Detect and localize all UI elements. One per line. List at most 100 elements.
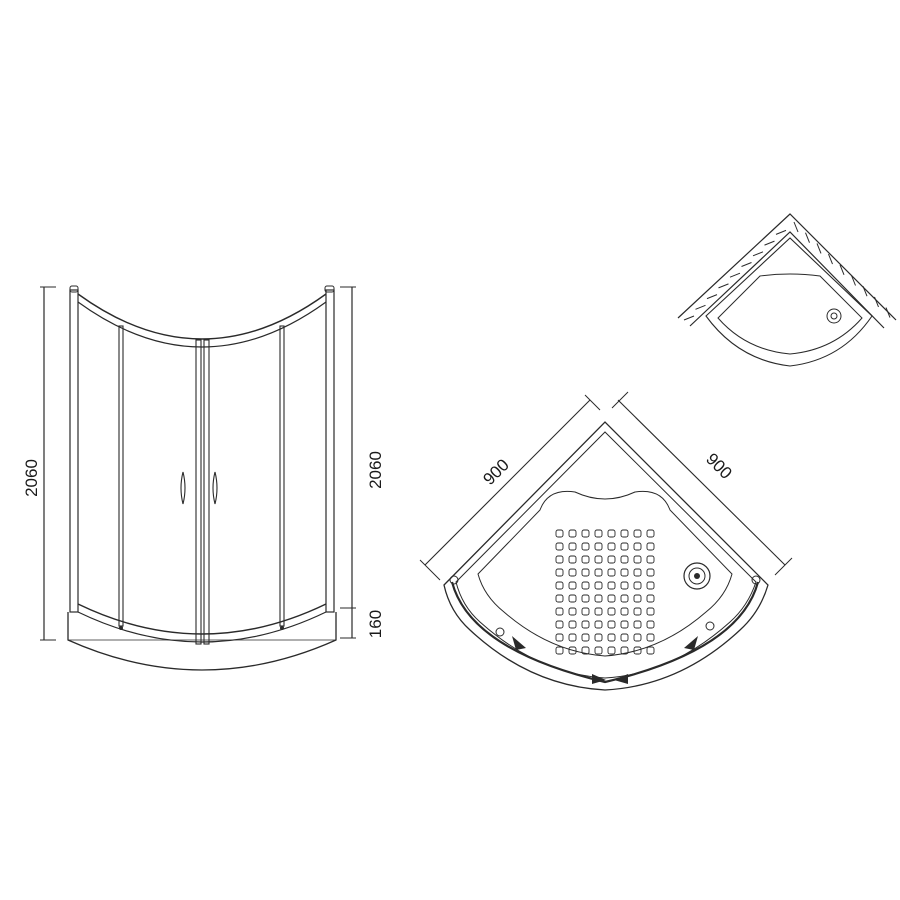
anti-slip-dot <box>646 620 655 629</box>
anti-slip-dot <box>555 620 564 629</box>
height-dimension-left: 2060 <box>22 286 56 641</box>
anti-slip-dot <box>594 620 603 629</box>
anti-slip-dot <box>568 529 577 538</box>
anti-slip-dot <box>594 529 603 538</box>
hatch-line <box>828 253 833 265</box>
anti-slip-dot <box>581 633 590 642</box>
glass-panels <box>118 325 285 645</box>
anti-slip-dot <box>581 646 590 655</box>
anti-slip-dot <box>594 568 603 577</box>
height-dimension-right: 2060 <box>340 286 385 609</box>
hatch-line <box>885 307 891 318</box>
anti-slip-dot <box>568 568 577 577</box>
anti-slip-dot <box>620 594 629 603</box>
arrow-right-icon <box>592 674 606 684</box>
anti-slip-dot <box>581 594 590 603</box>
anti-slip-dot <box>633 581 642 590</box>
anti-slip-dot <box>620 620 629 629</box>
anti-slip-dot <box>607 620 616 629</box>
anti-slip-dot <box>555 607 564 616</box>
anti-slip-dot <box>568 594 577 603</box>
anti-slip-dot <box>594 633 603 642</box>
tray-width-right-label: 900 <box>702 449 735 482</box>
anti-slip-dot <box>633 568 642 577</box>
anti-slip-dot <box>620 646 629 655</box>
tray-outline <box>443 421 769 691</box>
hatch-line <box>683 315 695 321</box>
anti-slip-dot <box>555 542 564 551</box>
shower-tray <box>67 612 337 671</box>
anti-slip-dot <box>633 594 642 603</box>
panel-divider-left <box>118 325 124 627</box>
hatch-line <box>741 262 752 267</box>
hatch-line <box>793 221 799 233</box>
anti-slip-dot <box>620 555 629 564</box>
door-edge-right <box>203 339 210 645</box>
anti-slip-dot <box>646 529 655 538</box>
anti-slip-dot <box>607 633 616 642</box>
anti-slip-pattern <box>555 529 655 655</box>
anti-slip-dot <box>594 581 603 590</box>
anti-slip-dot <box>620 581 629 590</box>
anti-slip-dot <box>555 594 564 603</box>
anti-slip-dot <box>581 620 590 629</box>
anti-slip-dot <box>568 646 577 655</box>
arrow-left-icon <box>614 674 628 684</box>
anti-slip-dot <box>607 542 616 551</box>
anti-slip-dot <box>620 633 629 642</box>
cabin-height-right-label: 2060 <box>366 451 385 489</box>
width-dimension-right: 900 <box>611 391 793 576</box>
hatch-line <box>695 304 706 310</box>
drain-icon <box>683 562 711 590</box>
arrow-right-icon <box>684 636 698 650</box>
anti-slip-dot <box>607 581 616 590</box>
hatch-line <box>862 286 868 297</box>
anti-slip-dot <box>620 529 629 538</box>
anti-slip-dot <box>607 607 616 616</box>
anti-slip-dot <box>555 646 564 655</box>
arrow-left-icon <box>512 636 526 650</box>
hatch-line <box>775 229 787 235</box>
hatch-line <box>764 240 775 246</box>
width-dimension-left: 900 <box>419 394 601 581</box>
anti-slip-dot <box>568 555 577 564</box>
wall-hatching <box>677 213 897 329</box>
anti-slip-dot <box>581 555 590 564</box>
anti-slip-dot <box>646 646 655 655</box>
anti-slip-dot <box>568 633 577 642</box>
anti-slip-dot <box>581 529 590 538</box>
hatch-line <box>874 296 879 308</box>
anti-slip-dot <box>620 568 629 577</box>
tray-width-left-label: 900 <box>479 455 512 488</box>
hatch-line <box>839 264 845 275</box>
anti-slip-dot <box>568 542 577 551</box>
hatch-line <box>752 251 764 257</box>
cabin-frame <box>69 285 335 643</box>
hatch-line <box>718 283 729 289</box>
anti-slip-dot <box>633 542 642 551</box>
anti-slip-dot <box>646 607 655 616</box>
anti-slip-dot <box>555 529 564 538</box>
anti-slip-dot <box>607 555 616 564</box>
anti-slip-dot <box>594 555 603 564</box>
anti-slip-dot <box>633 633 642 642</box>
front-elevation-view: 2060 2060 160 <box>22 285 385 671</box>
anti-slip-dot <box>607 594 616 603</box>
anti-slip-dot <box>620 542 629 551</box>
anti-slip-dot <box>568 581 577 590</box>
hatch-line <box>729 272 741 278</box>
anti-slip-dot <box>581 581 590 590</box>
anti-slip-dot <box>555 568 564 577</box>
corner-installation-sketch <box>677 213 897 367</box>
anti-slip-dot <box>581 568 590 577</box>
anti-slip-dot <box>646 568 655 577</box>
anti-slip-dot <box>607 646 616 655</box>
anti-slip-dot <box>594 594 603 603</box>
door-handle-right <box>212 471 218 505</box>
anti-slip-dot <box>594 646 603 655</box>
anti-slip-dot <box>633 555 642 564</box>
door-handle-left <box>180 471 186 505</box>
drain-icon <box>826 308 842 324</box>
tray-height-dimension: 160 <box>340 608 385 639</box>
